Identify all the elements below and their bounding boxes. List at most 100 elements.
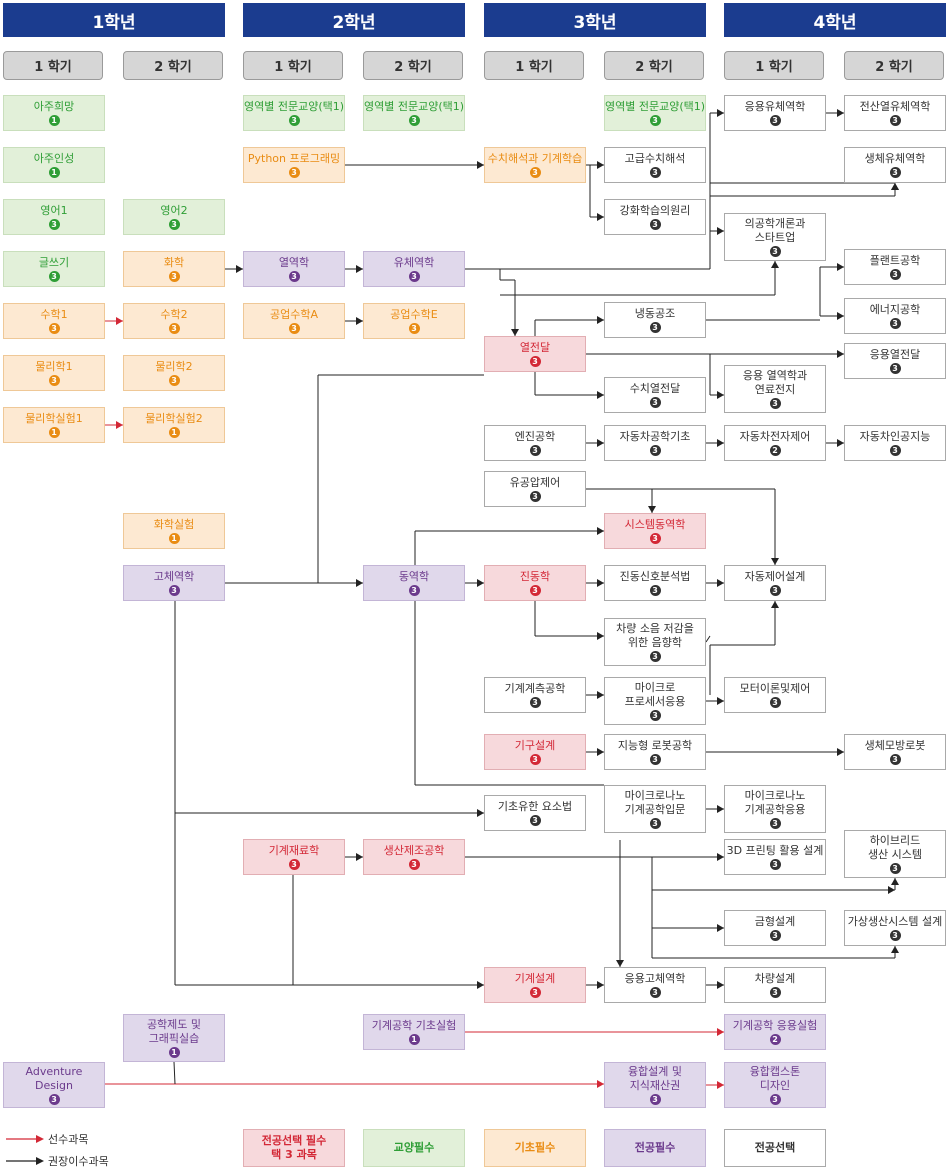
arrowhead	[717, 439, 724, 447]
course-name: 자동차전자제어	[739, 430, 811, 443]
course-name: 위한 음향학	[627, 636, 683, 649]
credit-badge: 3	[168, 585, 180, 596]
credit-badge: 3	[769, 585, 781, 596]
course-name: 차량설계	[754, 972, 796, 985]
semester-header: 2 학기	[844, 51, 944, 80]
arrowhead	[597, 981, 604, 989]
credit-badge: 3	[889, 269, 901, 280]
arrowhead	[771, 601, 779, 608]
arrowhead	[837, 312, 844, 320]
credit-badge: 3	[649, 397, 661, 408]
course-name: 수학1	[40, 308, 68, 321]
credit-badge: 3	[769, 115, 781, 126]
credit-badge: 3	[408, 115, 420, 126]
arrowhead	[477, 161, 484, 169]
arrowhead	[717, 924, 724, 932]
arrowhead	[717, 981, 724, 989]
credit-badge: 3	[529, 585, 541, 596]
credit-badge: 3	[649, 987, 661, 998]
course-name: 공학제도 및	[146, 1018, 202, 1031]
course-name: 고급수치해석	[624, 152, 686, 165]
legend-category-label: 교양필수	[393, 1141, 435, 1154]
credit-badge: 3	[288, 323, 300, 334]
course-name: 기계공학응용	[744, 803, 806, 816]
arrowhead	[888, 886, 895, 894]
course-name: 영역별 전문교양(택1)	[363, 100, 465, 113]
credit-badge: 3	[168, 271, 180, 282]
credit-badge: 3	[649, 219, 661, 230]
semester-header: 1 학기	[3, 51, 103, 80]
credit-badge: 3	[529, 356, 541, 367]
credit-badge: 3	[649, 533, 661, 544]
credit-badge: 3	[288, 115, 300, 126]
arrowhead	[356, 853, 363, 861]
credit-badge: 3	[889, 930, 901, 941]
credit-badge: 3	[529, 987, 541, 998]
course-name: 의공학개론과	[744, 217, 806, 230]
credit-badge: 3	[408, 585, 420, 596]
arrowhead	[616, 960, 624, 967]
credit-badge: 3	[529, 167, 541, 178]
credit-badge: 3	[529, 697, 541, 708]
course-name: 물리학2	[155, 360, 193, 373]
arrowhead	[717, 227, 724, 235]
course-name: 에너지공학	[869, 303, 921, 316]
credit-badge: 3	[649, 651, 661, 662]
credit-badge: 3	[649, 115, 661, 126]
semester-header: 1 학기	[484, 51, 584, 80]
credit-badge: 3	[48, 271, 60, 282]
course-name: 물리학1	[35, 360, 73, 373]
arrowhead	[717, 1081, 724, 1089]
course-name: 모터이론및제어	[739, 682, 811, 695]
legend-category-gen: 교양필수	[363, 1129, 465, 1167]
course-box: 응용유체역학 3	[724, 95, 826, 131]
course-name: 물리학실험1	[25, 412, 83, 425]
course-name: 그래픽실습	[148, 1032, 200, 1045]
course-name: 응용유체역학	[744, 100, 806, 113]
arrowhead	[356, 579, 363, 587]
credit-badge: 2	[769, 445, 781, 456]
credit-badge: 3	[889, 363, 901, 374]
credit-badge: 3	[769, 246, 781, 257]
course-name: 영어1	[40, 204, 68, 217]
credit-badge: 3	[889, 115, 901, 126]
course-name: 아주인성	[33, 152, 75, 165]
arrowhead	[891, 946, 899, 953]
legend-category-label: 택 3 과목	[271, 1148, 317, 1161]
credit-badge: 1	[168, 1047, 180, 1058]
arrowhead	[597, 632, 604, 640]
arrowhead	[116, 317, 123, 325]
course-name: 유체역학	[393, 256, 435, 269]
connector-line	[705, 635, 711, 643]
arrowhead	[477, 981, 484, 989]
credit-badge: 3	[168, 323, 180, 334]
arrowhead	[511, 329, 519, 336]
